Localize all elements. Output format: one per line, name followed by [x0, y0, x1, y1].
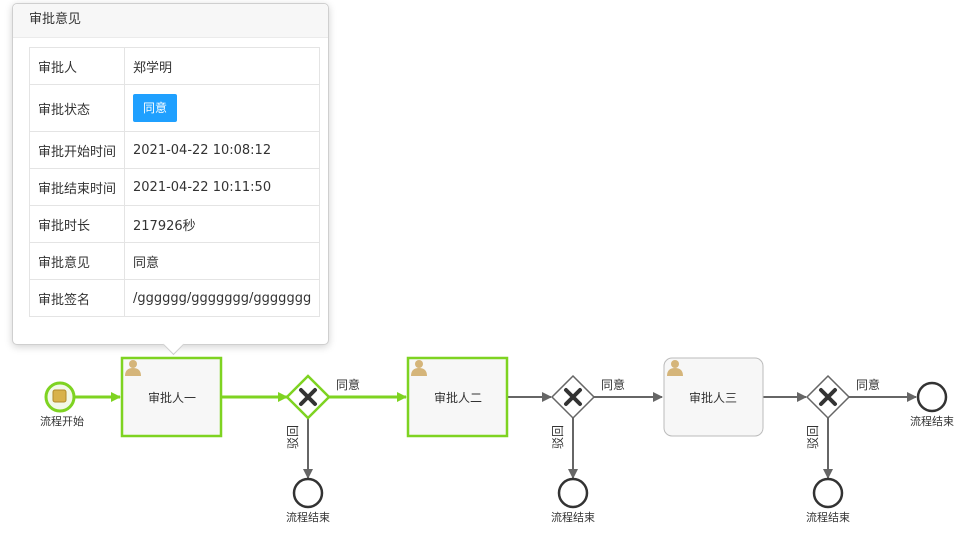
user-icon	[125, 360, 141, 376]
approver-value: 郑学明	[124, 47, 321, 85]
row-label: 审批开始时间	[28, 131, 126, 169]
row-label: 审批人	[28, 47, 126, 85]
exclusive-gateway-3[interactable]	[805, 374, 851, 420]
reject-label: 驳回	[286, 425, 300, 449]
popover-title: 审批意见	[13, 4, 328, 38]
duration-value: 217926秒	[124, 205, 321, 243]
end-event-main[interactable]: 流程结束	[910, 381, 954, 428]
opinion-value: 同意	[124, 242, 321, 280]
task-approver-3[interactable]: 审批人三	[663, 357, 764, 437]
task-approver-2[interactable]: 审批人二	[406, 356, 509, 438]
end-label: 流程结束	[551, 510, 595, 524]
end-label: 流程结束	[910, 414, 954, 428]
task-label: 审批人一	[148, 390, 196, 405]
task-approver-1[interactable]: 审批人一	[120, 356, 223, 438]
table-row: 审批状态 同意	[28, 84, 321, 132]
approval-popover: 审批意见 审批人 郑学明 审批状态 同意 审批开始时间 2021-04-22 1…	[12, 3, 329, 356]
approval-info-table: 审批人 郑学明 审批状态 同意 审批开始时间 2021-04-22 10:08:…	[28, 47, 321, 317]
start-event[interactable]: 流程开始	[40, 381, 84, 428]
user-icon	[667, 360, 683, 376]
status-badge: 同意	[133, 94, 178, 122]
signature-value: /gggggg/ggggggg/ggggggg	[124, 279, 321, 317]
table-row: 审批时长 217926秒	[28, 205, 321, 243]
user-icon	[411, 360, 427, 376]
approve-label: 同意	[336, 377, 360, 392]
end-event-reject-2[interactable]: 流程结束	[551, 477, 595, 524]
row-label: 审批签名	[28, 279, 126, 317]
end-event-reject-3[interactable]: 流程结束	[806, 477, 850, 524]
approve-label: 同意	[601, 377, 625, 392]
exclusive-gateway-2[interactable]	[550, 374, 596, 420]
end-label: 流程结束	[286, 510, 330, 524]
table-row: 审批结束时间 2021-04-22 10:11:50	[28, 168, 321, 206]
table-row: 审批签名 /gggggg/ggggggg/ggggggg	[28, 279, 321, 317]
x-icon	[299, 388, 317, 406]
reject-label: 驳回	[551, 425, 565, 449]
task-label: 审批人三	[689, 390, 737, 405]
task-label: 审批人二	[434, 390, 482, 405]
end-event-reject-1[interactable]: 流程结束	[286, 477, 330, 524]
start-time-value: 2021-04-22 10:08:12	[124, 131, 321, 169]
start-label: 流程开始	[40, 414, 84, 428]
reject-label: 驳回	[806, 425, 820, 449]
end-label: 流程结束	[806, 510, 850, 524]
table-row: 审批意见 同意	[28, 242, 321, 280]
approve-label: 同意	[856, 377, 880, 392]
row-label: 审批意见	[28, 242, 126, 280]
x-icon	[819, 388, 837, 406]
table-row: 审批人 郑学明	[28, 47, 321, 85]
start-icon	[52, 389, 67, 403]
row-label: 审批结束时间	[28, 168, 126, 206]
row-label: 审批状态	[28, 84, 126, 132]
x-icon	[564, 388, 582, 406]
table-row: 审批开始时间 2021-04-22 10:08:12	[28, 131, 321, 169]
row-label: 审批时长	[28, 205, 126, 243]
exclusive-gateway-1[interactable]	[285, 374, 331, 420]
end-time-value: 2021-04-22 10:11:50	[124, 168, 321, 206]
